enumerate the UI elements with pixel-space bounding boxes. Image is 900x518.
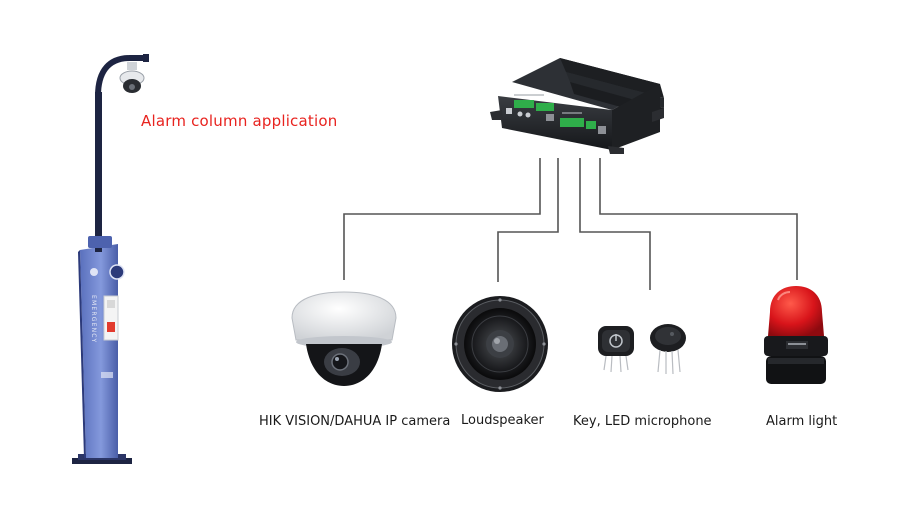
connector-camera xyxy=(343,158,541,280)
dome-camera-icon xyxy=(291,291,397,386)
pole-call-button xyxy=(107,322,115,332)
connector-alarm-light xyxy=(599,158,798,280)
connector-lines xyxy=(343,158,798,290)
device-label-speaker: Loudspeaker xyxy=(461,413,544,428)
terminal-block xyxy=(560,118,584,127)
speaker-icon xyxy=(452,296,548,392)
pole-arm xyxy=(95,55,149,99)
alarm-light-icon xyxy=(764,286,828,384)
connector-speaker xyxy=(497,158,559,282)
terminal-block xyxy=(514,100,534,108)
ip-audio-controller-box xyxy=(490,58,664,154)
device-label-alarm-light: Alarm light xyxy=(766,414,838,429)
pole-camera-icon xyxy=(119,62,145,93)
terminal-block xyxy=(536,103,554,111)
key-button-icon xyxy=(598,326,634,373)
pole-panel-text: EMERGENCY xyxy=(90,295,97,343)
led-microphone-icon xyxy=(650,324,686,375)
key-microphone-icon xyxy=(598,324,686,375)
pole-emblem-icon xyxy=(109,264,125,280)
device-label-camera: HIK VISION/DAHUA IP camera xyxy=(259,414,451,429)
diagram-title: Alarm column application xyxy=(141,112,338,130)
pole-base xyxy=(72,458,132,464)
alarm-column-pole: EMERGENCY xyxy=(72,54,149,464)
terminal-block xyxy=(586,121,596,129)
pole-mast xyxy=(95,92,102,252)
connector-key-microphone xyxy=(579,158,651,290)
device-label-key-microphone: Key, LED microphone xyxy=(573,414,712,429)
